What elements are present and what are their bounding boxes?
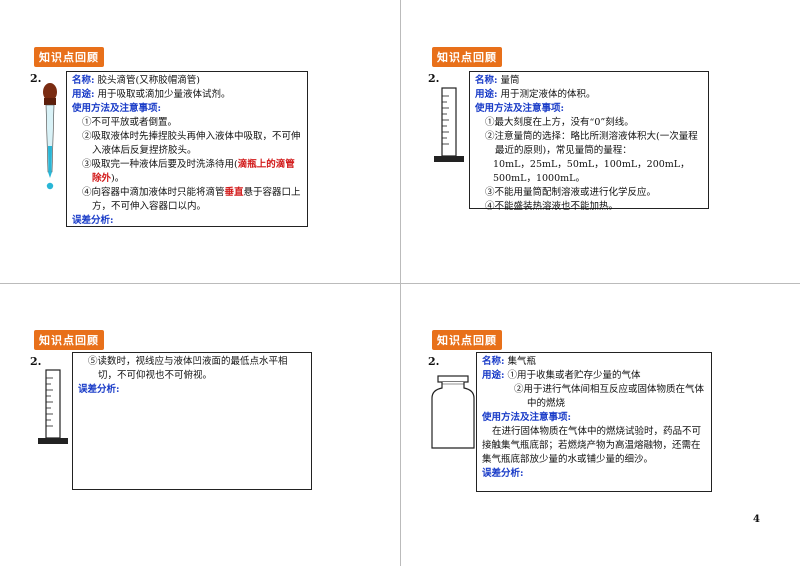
page-number: 4: [753, 514, 760, 525]
error-label: 误差分析:: [482, 468, 524, 479]
question-number: 2.: [30, 355, 42, 368]
cylinder-illustration: [434, 87, 464, 162]
note-item: ②注意量筒的选择：略比所测溶液体积大(一次量程最近的原则)，常见量筒的量程：: [485, 131, 698, 156]
note-item: ③吸取完一种液体后要及时洗涤待用(滴瓶上的滴管除外)。: [82, 159, 295, 184]
error-label: 误差分析:: [72, 215, 114, 226]
use-text: 用于测定液体的体积。: [500, 89, 596, 100]
note-item: ⑤读数时，视线应与液体凹液面的最低点水平相切，不可仰视也不可俯视。: [88, 356, 288, 381]
name-label: 名称:: [482, 356, 505, 367]
name-label: 名称:: [72, 75, 95, 86]
name-label: 名称:: [475, 75, 498, 86]
gas-jar-illustration: [431, 375, 475, 449]
use-item: ②用于进行气体间相互反应或固体物质在气体中的燃烧: [514, 384, 705, 409]
note-item: ②吸取液体时先捧捏胶头再伸入液体中吸取，不可伸入液体后反复捏挤胶头。: [82, 131, 301, 156]
name-text: 集气瓶: [507, 356, 537, 367]
note-item: 500mL，1000mL。: [493, 173, 585, 184]
dropper-illustration: [43, 83, 57, 190]
horizontal-divider: [0, 283, 800, 284]
name-text: 胶头滴管(又称胶帽滴管): [97, 75, 200, 86]
section-tag: 知识点回顾: [432, 330, 502, 350]
use-text: 用于吸取或滴加少量液体试剂。: [97, 89, 231, 100]
use-label: 用途:: [72, 89, 95, 100]
section-tag: 知识点回顾: [34, 330, 104, 350]
question-number: 2.: [30, 72, 42, 85]
method-label: 使用方法及注意事项:: [475, 103, 565, 114]
use-label: 用途:: [475, 89, 498, 100]
note-item: ④不能盛装热溶液也不能加热。: [485, 201, 619, 212]
note-item: 10mL，25mL，50mL，100mL，200mL，: [493, 159, 690, 170]
section-tag: 知识点回顾: [34, 47, 104, 67]
question-number: 2.: [428, 355, 440, 368]
section-tag: 知识点回顾: [432, 47, 502, 67]
method-label: 使用方法及注意事项:: [482, 412, 572, 423]
question-number: 2.: [428, 72, 440, 85]
cylinder-illustration: [38, 369, 68, 444]
note-item: ①最大刻度在上方，没有“0”刻线。: [485, 117, 634, 128]
note-item: ③不能用量筒配制溶液或进行化学反应。: [485, 187, 657, 198]
name-text: 量筒: [500, 75, 520, 86]
dropper-info-box: 名称: 胶头滴管(又称胶帽滴管) 用途: 用于吸取或滴加少量液体试剂。 使用方法…: [66, 71, 308, 227]
use-label: 用途:: [482, 370, 505, 381]
highlight-text: 滴瓶上的滴管除外: [92, 159, 295, 184]
gas-jar-info-box: 名称: 集气瓶 用途: ①用于收集或者贮存少量的气体 ②用于进行气体间相互反应或…: [476, 352, 712, 492]
method-text: 在进行固体物质在气体中的燃烧试验时，药品不可接触集气瓶底部；若燃烧产物为高温熔融…: [482, 426, 702, 465]
cylinder-info-box: 名称: 量筒 用途: 用于测定液体的体积。 使用方法及注意事项: ①最大刻度在上…: [469, 71, 709, 212]
method-label: 使用方法及注意事项:: [72, 103, 162, 114]
note-item: ①不可平放或者倒置。: [82, 117, 178, 128]
use-item: ①用于收集或者贮存少量的气体: [507, 370, 641, 381]
note-item: ④向容器中滴加液体时只能将滴管垂直悬于容器口上方，不可伸入容器口以内。: [82, 187, 301, 212]
reading-info-box: ⑤读数时，视线应与液体凹液面的最低点水平相切，不可仰视也不可俯视。 误差分析:: [72, 352, 312, 490]
highlight-text: 垂直: [224, 187, 244, 198]
error-label: 误差分析:: [78, 384, 120, 395]
